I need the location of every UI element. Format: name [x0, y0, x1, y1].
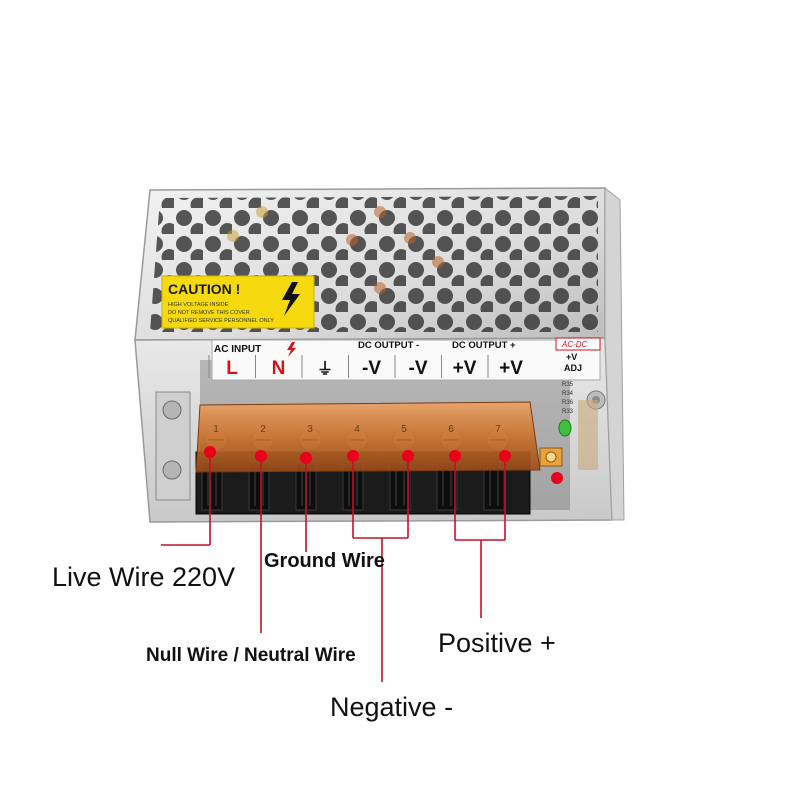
terminal-label-1: L [226, 358, 238, 379]
terminal-marker [449, 450, 461, 462]
terminal-label-2: N [272, 358, 286, 379]
terminal-number: 4 [354, 424, 360, 435]
terminal-number: 5 [401, 424, 407, 435]
adj-label: ADJ [564, 363, 582, 373]
terminal-label-6: +V [453, 358, 477, 379]
acdc-badge: AC-DC [561, 340, 588, 349]
ground-wire-label: Ground Wire [264, 550, 385, 572]
terminal-marker [255, 450, 267, 462]
terminal-number: 1 [213, 424, 219, 435]
board-label: R33 [562, 409, 574, 415]
terminal-marker [402, 450, 414, 462]
terminal-label-7: +V [499, 358, 523, 379]
lightning-small-icon [287, 342, 296, 357]
status-led [558, 419, 572, 437]
caution-line-3: QUALIFIED SERVICE PERSONNEL ONLY [168, 318, 274, 324]
terminal-label-5: -V [409, 358, 428, 379]
negative-label: Negative - [330, 692, 454, 722]
terminal-marker [300, 452, 312, 464]
dc-output-pos-label: DC OUTPUT + [452, 340, 516, 351]
transparent-cover [195, 401, 541, 473]
positive-label: Positive + [438, 628, 556, 658]
board-label: R34 [562, 391, 574, 397]
terminal-marker [204, 446, 216, 458]
caution-title: CAUTION ! [168, 281, 240, 297]
ac-input-label: AC INPUT [214, 344, 261, 355]
board-label: R35 [562, 382, 574, 388]
board-label: R36 [562, 400, 574, 406]
leader-lines [161, 454, 506, 682]
terminal-label-4: -V [362, 358, 381, 379]
terminal-number: 7 [495, 424, 501, 435]
adj-plus-label: +V [566, 352, 577, 362]
terminal-block: 1 2 3 4 5 6 7 [195, 401, 541, 515]
caution-line-1: HIGH VOLTAGE INSIDE [168, 302, 229, 308]
terminal-marker [347, 450, 359, 462]
null-wire-label: Null Wire / Neutral Wire [146, 645, 356, 666]
terminal-number: 3 [307, 424, 313, 435]
terminal-number: 6 [448, 424, 454, 435]
terminal-label-3: ⏚ [317, 360, 333, 378]
adjust-potentiometer[interactable] [539, 447, 563, 467]
terminal-markers [204, 446, 563, 484]
mounting-bracket [155, 391, 191, 501]
terminal-label-strip: AC INPUT DC OUTPUT - DC OUTPUT + AC-DC +… [208, 337, 601, 381]
terminal-marker [499, 450, 511, 462]
lightning-icon [282, 282, 300, 316]
terminal-marker [551, 472, 563, 484]
live-wire-label: Live Wire 220V [52, 562, 236, 592]
terminal-number: 2 [260, 424, 266, 435]
caution-sticker: CAUTION ! HIGH VOLTAGE INSIDE DO NOT REM… [161, 275, 315, 329]
dc-output-neg-label: DC OUTPUT - [358, 340, 419, 351]
caution-line-2: DO NOT REMOVE THIS COVER [168, 310, 250, 316]
